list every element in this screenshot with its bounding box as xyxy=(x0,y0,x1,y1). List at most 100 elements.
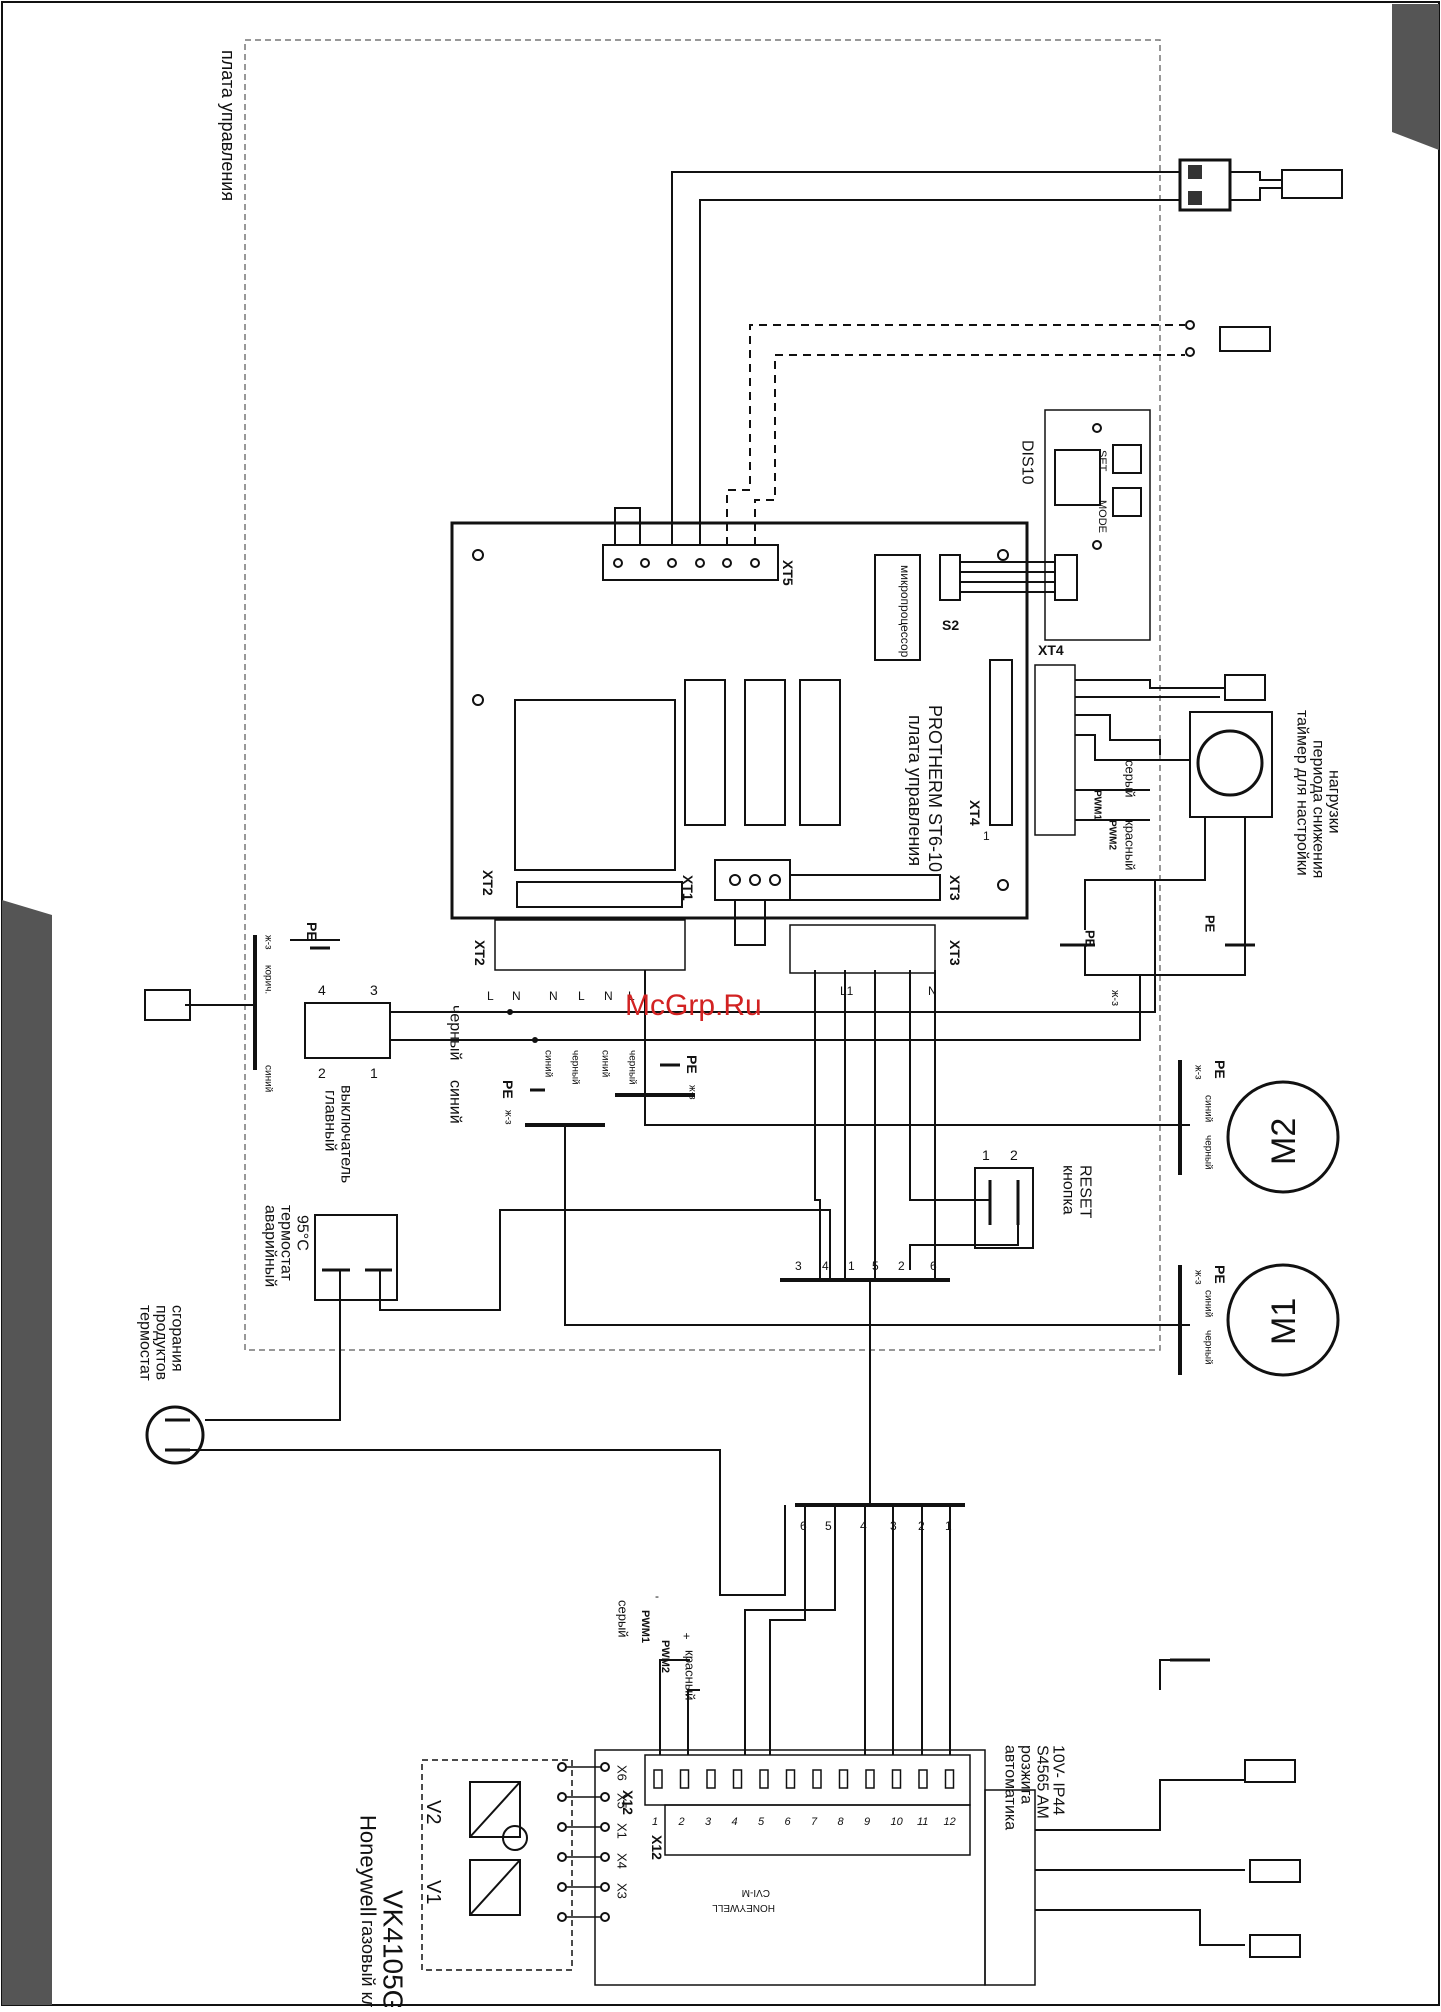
brown-wire-label: корич. xyxy=(263,965,274,994)
board-region-outline xyxy=(244,39,1161,1351)
x12-pin-number: 1 xyxy=(652,1816,658,1828)
x12-pin-slot xyxy=(759,1769,769,1789)
main-switch-pin4: 4 xyxy=(318,982,326,998)
blue-wire-label: синий xyxy=(263,1065,274,1092)
x12-pin-number: 11 xyxy=(917,1816,928,1828)
ntc-sensor-1 xyxy=(1281,169,1343,199)
x12-red-label: красный xyxy=(683,1650,698,1700)
pump-motor-m1 xyxy=(1226,1263,1340,1377)
em-thermo-3: 95°C xyxy=(294,1215,311,1251)
valve-coil-slash xyxy=(469,1781,521,1838)
m2-wire xyxy=(644,970,1190,1126)
x12-pin-number: 2 xyxy=(678,1816,685,1828)
pe-label: PE xyxy=(1083,930,1098,948)
x12-pin-slot xyxy=(891,1769,902,1789)
x12-pin-number: 10 xyxy=(891,1816,904,1828)
pe-main-label: PE xyxy=(304,922,320,941)
x12-pin-slot xyxy=(918,1769,928,1789)
sensor-pin xyxy=(1188,165,1202,179)
timer-wire xyxy=(1075,734,1190,761)
v2-label: V2 xyxy=(422,1800,444,1824)
honeywell-small: HONEYWELL xyxy=(712,1902,775,1913)
sensor-pin xyxy=(1185,347,1195,357)
corner-panel-top xyxy=(1392,4,1439,150)
sensor-pin xyxy=(1188,191,1202,205)
xt4-pin1-label: 1 xyxy=(983,829,990,843)
xt1-pin xyxy=(729,874,741,886)
x1-label: X1 xyxy=(615,1823,630,1839)
main-switch[interactable] xyxy=(304,1002,391,1059)
gas-valve-outline xyxy=(421,1759,573,1971)
ground-electrode xyxy=(1244,1759,1296,1783)
pe-wire-label: ж-з xyxy=(263,935,274,950)
sensor-terminal xyxy=(1178,158,1232,212)
dis10-label: DIS10 xyxy=(1019,440,1036,485)
xt1-pin xyxy=(769,874,781,886)
pcb-hole xyxy=(997,549,1009,561)
timer-wire xyxy=(1075,679,1225,689)
timer-dial[interactable] xyxy=(1196,729,1264,797)
x4-label: X4 xyxy=(615,1853,630,1869)
pe-label: PE xyxy=(1203,915,1218,933)
ign-label-4: 10V- IP44 xyxy=(1050,1745,1067,1815)
main-switch-label-2: выключатель xyxy=(338,1085,355,1183)
ign-label-1: автоматика xyxy=(1002,1745,1019,1830)
pcb-hole xyxy=(472,549,484,561)
s2-connector xyxy=(939,554,961,601)
red-wire-label: красный xyxy=(1123,820,1138,870)
valve-ground xyxy=(502,1825,528,1851)
xt2-L: L xyxy=(487,989,494,1003)
junction xyxy=(532,1037,538,1043)
pwm2-x12-wire xyxy=(687,1689,700,1755)
xt2-N3: N xyxy=(604,989,613,1003)
sensor-lead xyxy=(1230,171,1282,181)
timer-pe-wire xyxy=(1084,817,1206,930)
mode-button[interactable] xyxy=(1112,487,1142,517)
m2-black: черный xyxy=(1203,1135,1214,1170)
board-title-2: PROTHERM ST6-10 xyxy=(925,705,945,872)
ground-wire xyxy=(1159,1659,1200,1690)
xt1-connector xyxy=(714,859,791,901)
microprocessor-chip xyxy=(874,554,921,661)
x12-wire xyxy=(744,1505,836,1755)
valve-coil-v2 xyxy=(469,1781,521,1838)
mid-bus-3: 3 xyxy=(795,1259,802,1273)
dis10-hole xyxy=(1092,540,1102,550)
power-plug xyxy=(144,989,191,1021)
xt5-label: XT5 xyxy=(780,560,796,586)
pcb-outline xyxy=(450,521,1029,920)
bus-6: 6 xyxy=(800,1519,807,1533)
flue-thermo-3: сгорания xyxy=(169,1305,186,1372)
set-button[interactable] xyxy=(1112,444,1142,474)
x12-pin-slot xyxy=(944,1769,955,1789)
timer-wire xyxy=(1075,714,1161,755)
x12-pin-slot xyxy=(812,1769,822,1789)
xt4-board-label: XT4 xyxy=(967,800,983,826)
m1-black: черный xyxy=(1203,1330,1214,1365)
dis10-connector xyxy=(1054,554,1078,601)
x12-pin-slot xyxy=(706,1769,716,1789)
m2-label: M2 xyxy=(1265,1118,1303,1165)
ignition-electrode xyxy=(1249,1859,1301,1883)
x12-pin-number: 7 xyxy=(811,1816,818,1828)
reset-button[interactable] xyxy=(974,1167,1034,1249)
pcb-hole xyxy=(472,694,484,706)
valve-coil-slash xyxy=(469,1859,521,1916)
transformer xyxy=(514,699,676,871)
emergency-thermostat xyxy=(314,1214,398,1301)
zhz-label: ж-з xyxy=(687,1085,698,1100)
pe-label: PE xyxy=(500,1080,516,1099)
reset-label-1: кнопка xyxy=(1060,1165,1077,1215)
mid-bus-1: 1 xyxy=(848,1259,855,1273)
dis10-panel xyxy=(1044,409,1151,641)
pe-label: PE xyxy=(684,1055,700,1074)
gasvalve-label-1: газовый клапан xyxy=(358,1920,378,2007)
cvim-terminal-strip xyxy=(664,1804,971,1856)
flue-thermo-1: термостат xyxy=(137,1305,154,1382)
x12-pin-number: 8 xyxy=(838,1816,845,1828)
zhz-label: ж-з xyxy=(1109,990,1121,1006)
xt3-label: XT3 xyxy=(947,940,963,966)
x12-pin-number: 9 xyxy=(864,1816,870,1828)
gasvalve-label-2: Honeywell xyxy=(356,1815,381,1917)
relay xyxy=(799,679,841,826)
